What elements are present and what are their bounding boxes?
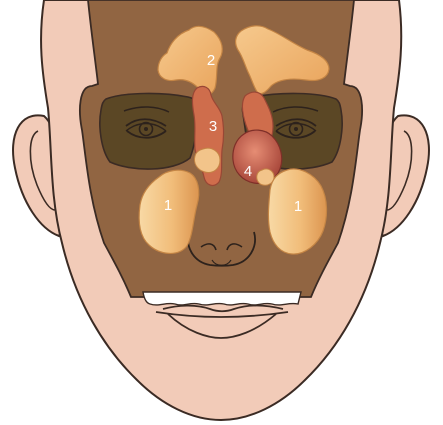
sphenoid-sinus-label: 4: [244, 163, 252, 180]
maxillary-sinus-right-label: 1: [294, 198, 302, 215]
left-eye-region: [100, 93, 200, 169]
teeth: [143, 292, 301, 305]
ethmoid-sinus-label: 3: [209, 118, 217, 135]
maxillary-sinus-left-label: 1: [164, 197, 172, 214]
left-nasal-bulge: [194, 148, 220, 172]
frontal-sinus-label: 2: [207, 52, 215, 69]
